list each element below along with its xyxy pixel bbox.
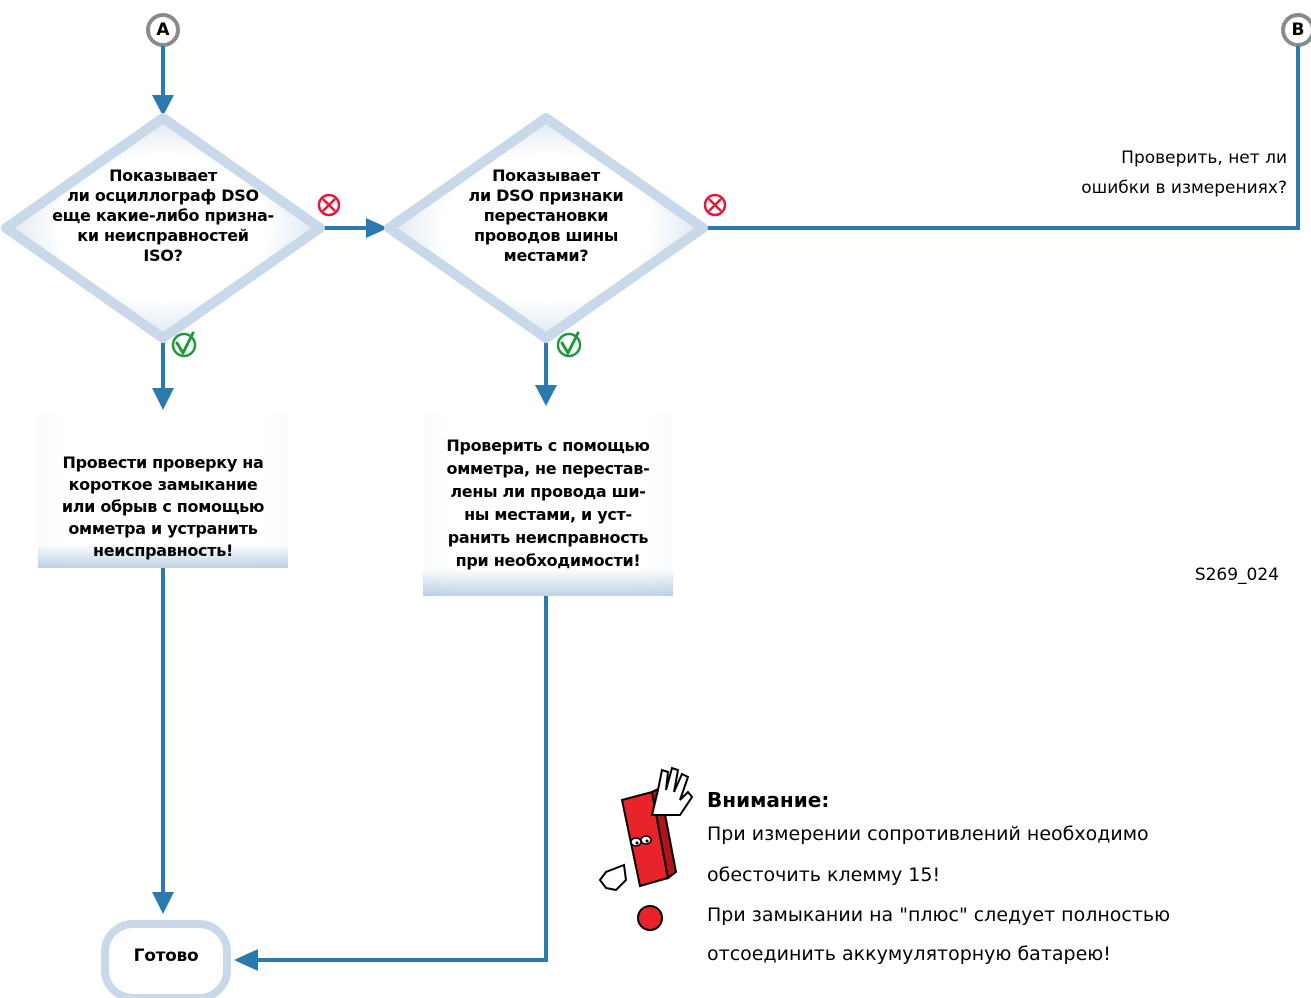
action-box-1-text: Провести проверку на короткое замыкание …: [38, 452, 288, 562]
figure-code: S269_024: [1194, 565, 1279, 585]
decision-1-text: Показывает ли осциллограф DSO еще какие-…: [30, 166, 296, 266]
action-box-2-line: омметра, не перестав-: [446, 459, 650, 478]
arrowhead-box1-done: [152, 892, 174, 914]
branch-b-line: Проверить, нет ли: [1121, 148, 1287, 168]
warning-line: При измерении сопротивлений необходимо: [707, 823, 1149, 845]
decision-1-line: еще какие-либо призна-: [52, 206, 274, 225]
connector-a-label: A: [156, 20, 170, 40]
arrowhead-a-d1: [152, 95, 174, 116]
decision-1-line: ли осциллограф DSO: [67, 186, 259, 205]
connector-b: [1281, 13, 1311, 47]
line-box2-to-done: [258, 596, 548, 962]
decision-2-line: Показывает: [492, 166, 600, 185]
decision-2-line: местами?: [503, 246, 589, 265]
warning-line: отсоединить аккумуляторную батарею!: [707, 943, 1111, 965]
terminal-done-shape: [101, 920, 231, 998]
action-box-2-line: ранить неисправность: [447, 528, 649, 547]
branch-b-text: Проверить, нет ли ошибки в измерениях?: [1081, 143, 1287, 203]
cross-circle-icon: [703, 193, 727, 217]
action-box-1-line: омметра и устранить: [68, 519, 258, 538]
exclamation-mascot-icon: [598, 766, 694, 931]
warning-title: Внимание:: [707, 788, 830, 812]
arrowhead-d2-box2: [535, 385, 557, 406]
action-box-1-shape: [38, 412, 288, 568]
arrowheads: [152, 95, 557, 971]
decision-2-line: ли DSO признаки: [468, 186, 624, 205]
decision-2-line: проводов шины: [473, 226, 619, 245]
connector-a: [146, 13, 180, 47]
warning-line: При замыкании на "плюс" следует полность…: [707, 904, 1171, 926]
decision-1-line: ISO?: [143, 246, 183, 265]
decision-2-text: Показывает ли DSO признаки перестановки …: [413, 166, 679, 266]
action-box-1-line: неисправность!: [92, 541, 234, 560]
action-box-2-line: Проверить с помощью: [446, 436, 650, 455]
decision-2-line: перестановки: [483, 206, 609, 225]
line-d2-to-b: [703, 46, 1300, 230]
action-box-2-line: при необходимости!: [455, 551, 641, 570]
arrowhead-box2-done: [234, 949, 258, 971]
flow-lines: [161, 46, 1300, 962]
connector-b-label: B: [1291, 20, 1305, 40]
action-box-2-line: лены ли провода ши-: [450, 482, 646, 501]
action-box-2-shape: [423, 412, 673, 596]
action-box-1-line: Провести проверку на: [62, 453, 264, 472]
action-box-2-text: Проверить с помощью омметра, не перестав…: [423, 434, 673, 572]
terminal-done-label: Готово: [133, 946, 199, 966]
action-box-2-line: ны местами, и уст-: [464, 505, 632, 524]
decision-1-shape: [1, 113, 325, 343]
check-circle-icon: [556, 331, 582, 358]
action-box-1-line: или обрыв с помощью: [61, 497, 265, 516]
warning-line: обесточить клемму 15!: [707, 864, 941, 886]
action-box-1-line: короткое замыкание: [68, 475, 258, 494]
cross-circle-icon: [317, 193, 341, 217]
check-circle-icon: [171, 331, 197, 358]
decision-1-line: ки неисправностей: [77, 226, 249, 245]
arrowhead-d1-d2: [366, 218, 388, 238]
branch-b-line: ошибки в измерениях?: [1081, 178, 1287, 198]
decision-1-line: Показывает: [109, 166, 217, 185]
decision-2-shape: [384, 113, 708, 343]
arrowhead-d1-box1: [152, 388, 174, 410]
